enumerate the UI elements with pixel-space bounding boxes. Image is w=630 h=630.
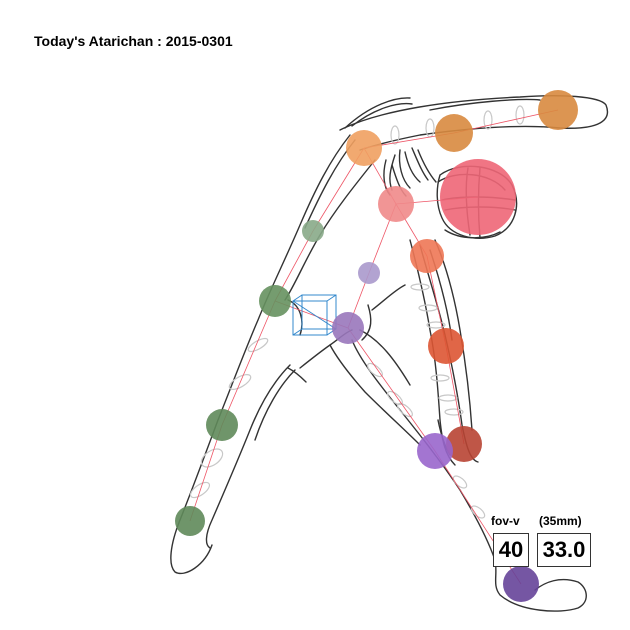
lens-label: (35mm) (539, 514, 582, 528)
right-foot-joint[interactable] (175, 506, 205, 536)
ring-guide (200, 448, 224, 468)
bone-line (347, 327, 436, 452)
transform-gizmo-cube[interactable] (292, 294, 337, 336)
spine-upper-joint[interactable] (302, 220, 324, 242)
right-forearm-joint[interactable] (435, 114, 473, 152)
left-hand-joint[interactable] (446, 426, 482, 462)
left-shoulder-joint[interactable] (410, 239, 444, 273)
neck-joint[interactable] (378, 186, 414, 222)
fov-value-box[interactable]: 40 (493, 533, 529, 567)
ring-guide (430, 374, 450, 382)
hip-right-joint[interactable] (259, 285, 291, 317)
ring-guide (247, 337, 269, 353)
skeleton-joints[interactable] (175, 90, 578, 602)
ring-guide (515, 105, 525, 125)
right-knee-joint[interactable] (206, 409, 238, 441)
bone-line (189, 424, 223, 522)
ring-guide (426, 321, 446, 329)
right-hand-joint[interactable] (538, 90, 578, 130)
fov-label: fov-v (491, 514, 520, 528)
ring-guide (410, 283, 430, 291)
ring-guide (228, 374, 252, 390)
right-shoulder-joint[interactable] (346, 130, 382, 166)
ring-guide (189, 481, 211, 499)
ring-guide (470, 505, 486, 519)
page-title: Today's Atarichan : 2015-0301 (34, 33, 233, 49)
left-foot-joint[interactable] (503, 566, 539, 602)
bone-line (221, 300, 276, 426)
head-joint[interactable] (440, 159, 516, 235)
spine-mid-joint[interactable] (358, 262, 380, 284)
focal-length-box[interactable]: 33.0 (537, 533, 591, 567)
left-elbow-joint[interactable] (428, 328, 464, 364)
ring-guide (397, 402, 413, 418)
ring-guide (438, 394, 458, 402)
ring-guide (418, 304, 438, 312)
hip-left-joint[interactable] (332, 312, 364, 344)
ring-guide (390, 125, 400, 145)
ring-guide (483, 110, 493, 130)
ring-guide (444, 408, 464, 416)
limb-ring-guides (189, 105, 525, 519)
left-knee-joint[interactable] (417, 433, 453, 469)
